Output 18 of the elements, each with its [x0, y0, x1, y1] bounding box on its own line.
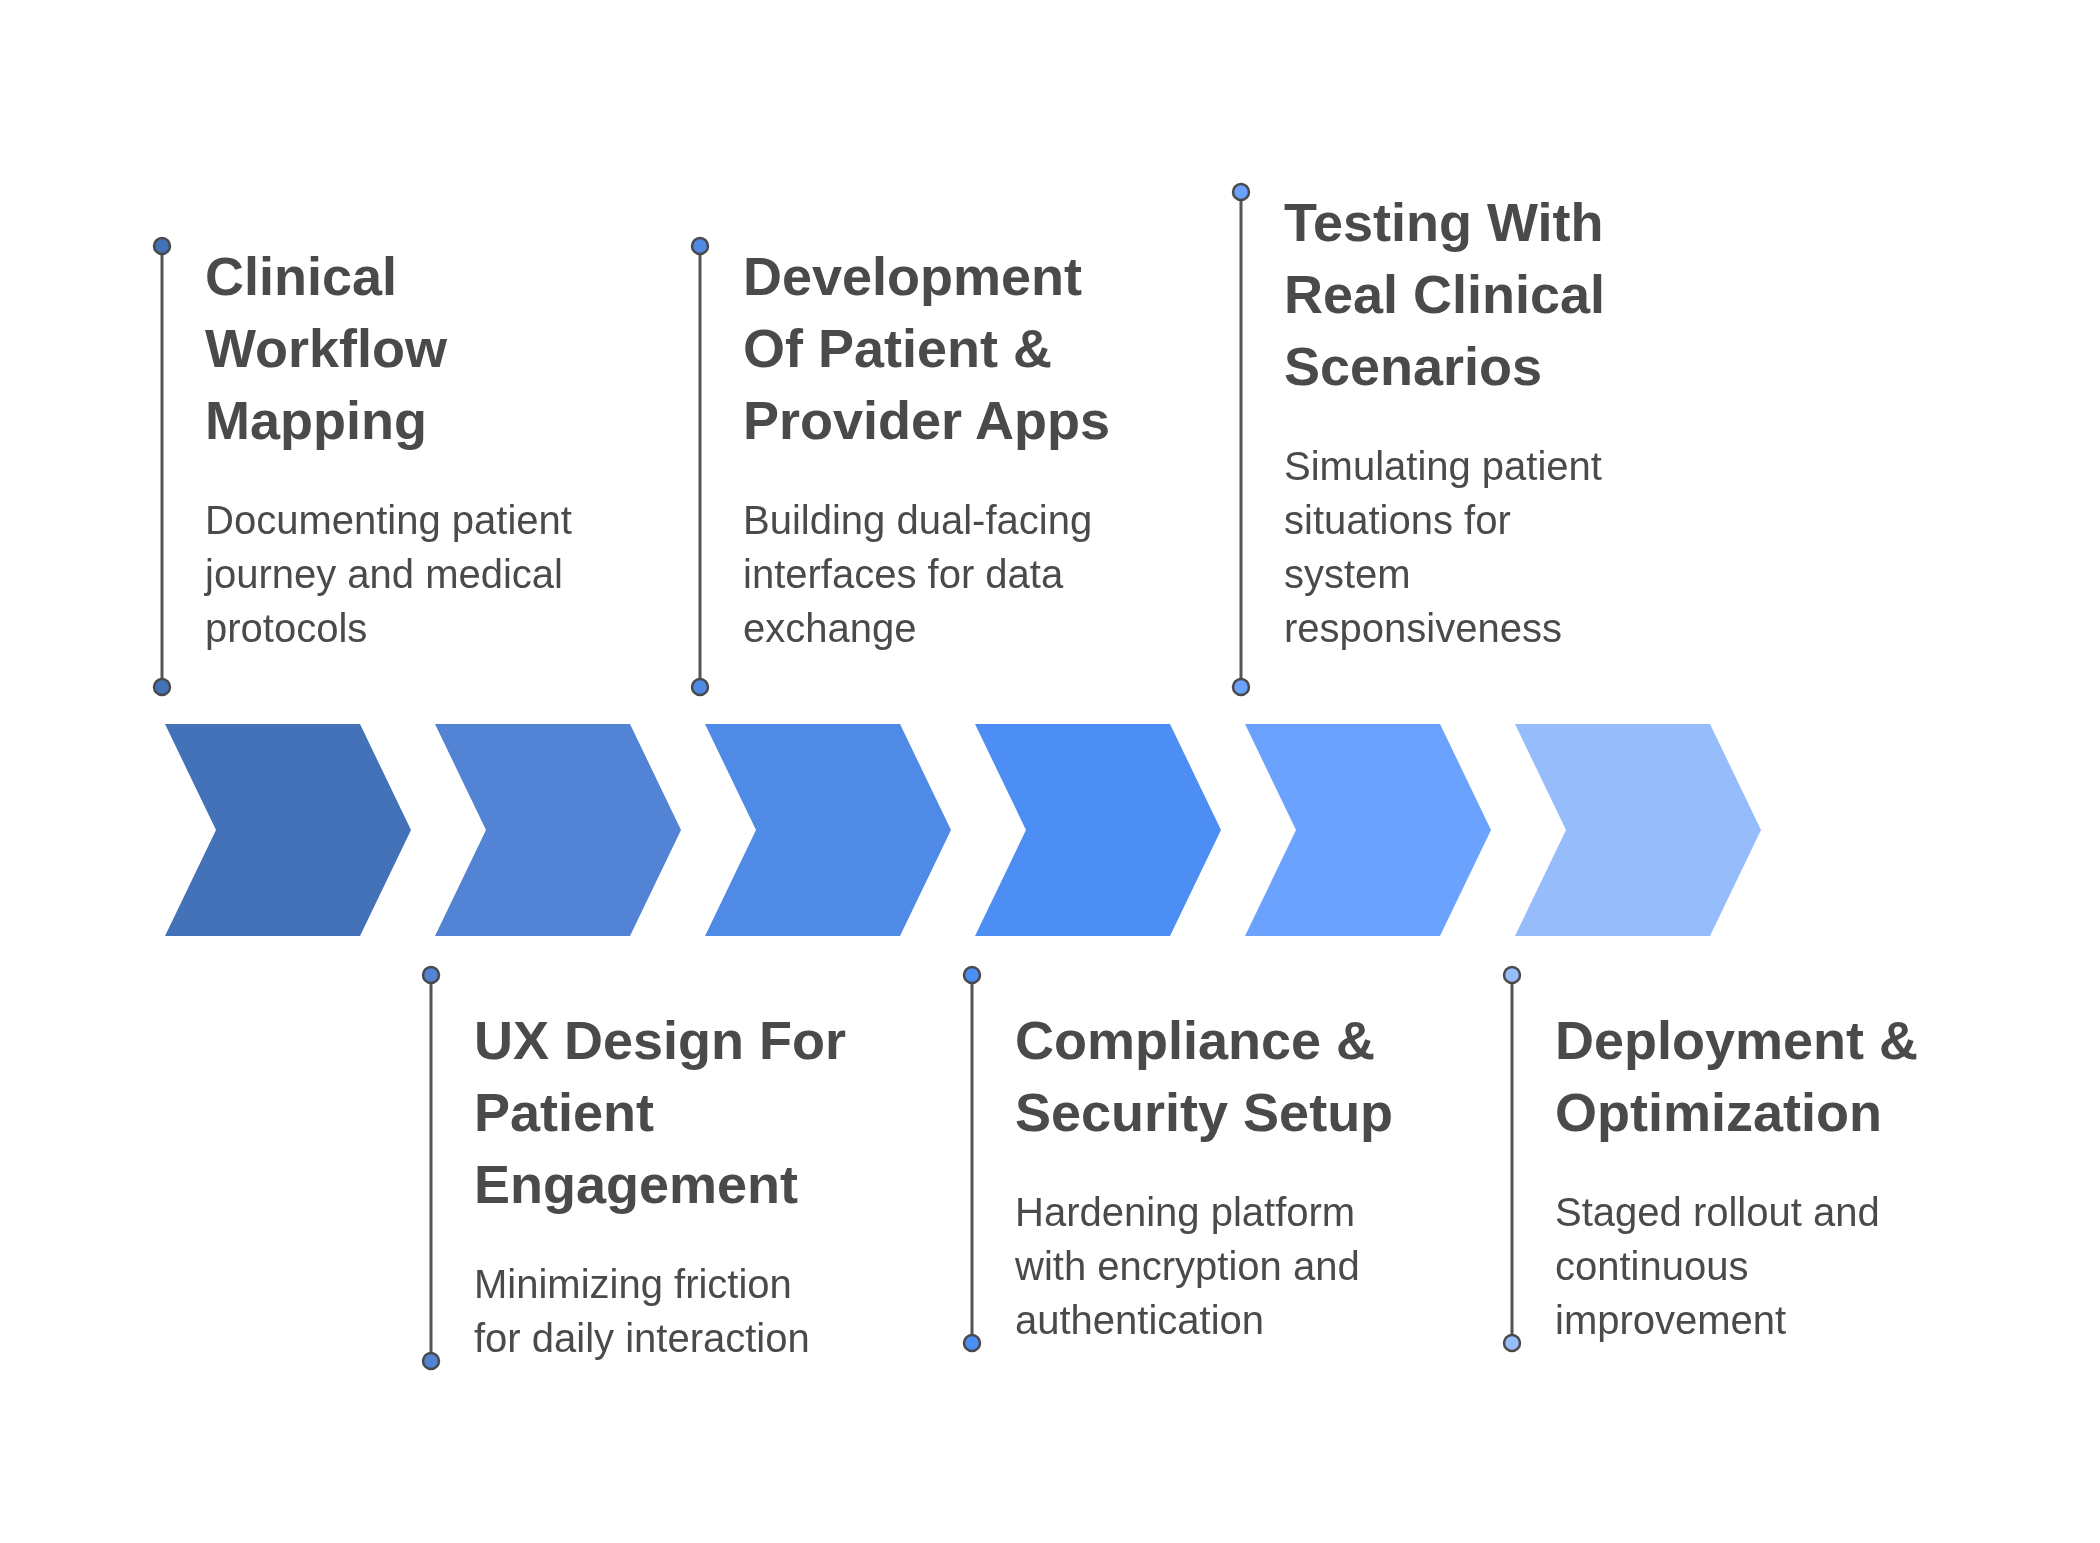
- step-description: Minimizing friction for daily interaction: [474, 1261, 811, 1362]
- chevron-step: [435, 724, 681, 936]
- chevron-step: [705, 724, 951, 936]
- step-description: Documenting patient journey and medical protocols: [205, 497, 573, 652]
- step-description: Simulating patient situations for system responsiveness: [1284, 443, 1603, 652]
- step-title: UX Design For Patient Engagement: [474, 1009, 848, 1216]
- chevron-step: [165, 724, 411, 936]
- step-title: Compliance & Security Setup: [1015, 1009, 1395, 1144]
- step-title: Development Of Patient & Provider Apps: [743, 245, 1112, 452]
- step-title: Deployment & Optimization: [1555, 1009, 1920, 1144]
- step-description: Hardening platform with encryption and authentication: [1015, 1189, 1361, 1344]
- chevron-step: [1245, 724, 1491, 936]
- step-description: Staged rollout and continuous improvement: [1555, 1189, 1881, 1344]
- chevron-step: [975, 724, 1221, 936]
- step-description: Building dual-facing interfaces for data exchange: [743, 497, 1094, 652]
- chevron-step: [1515, 724, 1761, 936]
- step-title: Testing With Real Clinical Scenarios: [1284, 191, 1607, 398]
- step-title: Clinical Workflow Mapping: [205, 245, 448, 452]
